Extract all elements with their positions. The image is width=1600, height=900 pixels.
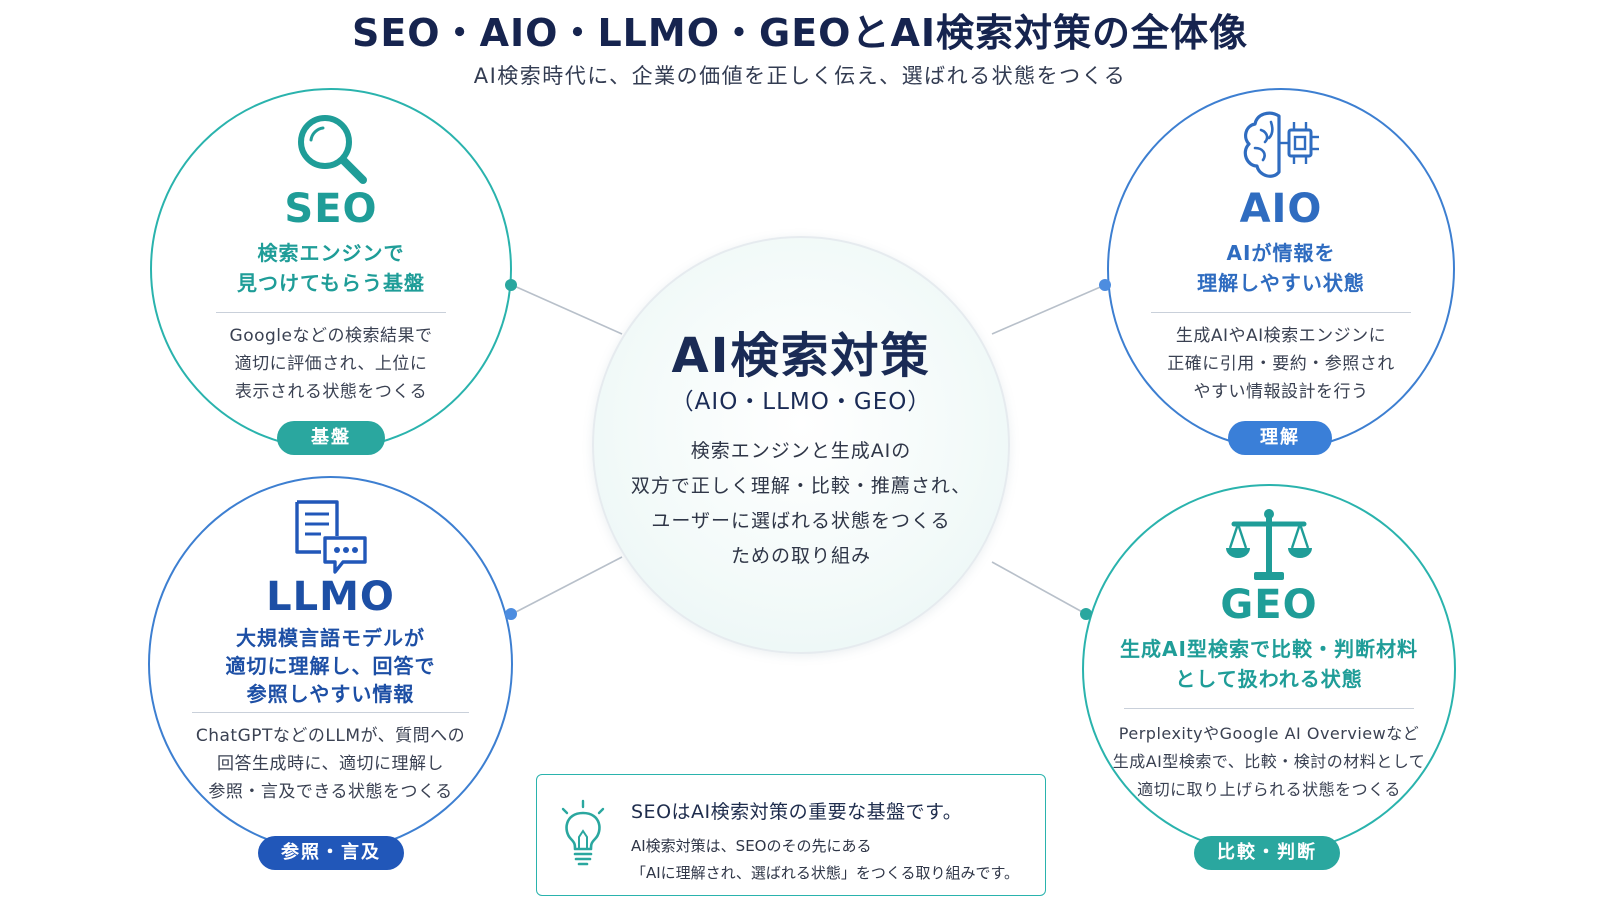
llmo-badge: 参照・言及 <box>258 836 404 870</box>
llmo-tagline: 大規模言語モデルが 適切に理解し、回答で 参照しやすい情報 <box>225 626 436 706</box>
lightbulb-icon <box>557 799 609 873</box>
geo-tagline: 生成AI型検索で比較・判断材料 として扱われる状態 <box>1120 637 1418 691</box>
brain-chip-icon <box>1239 108 1323 188</box>
aio-description: 生成AIやAI検索エンジンに 正確に引用・要約・参照され やすい情報設計を行う <box>1167 326 1395 402</box>
geo-divider <box>1124 708 1414 709</box>
aio-badge: 理解 <box>1228 421 1332 455</box>
seo-connector-dot <box>505 279 517 291</box>
geo-description: PerplexityやGoogle AI Overviewなど 生成AI型検索で… <box>1112 724 1426 799</box>
geo-name: GEO <box>1220 582 1318 628</box>
seo-divider <box>216 312 446 313</box>
page-title: SEO・AIO・LLMO・GEOとAI検索対策の全体像 <box>351 11 1249 55</box>
center-circle: AI検索対策 （AIO・LLMO・GEO） 検索エンジンと生成AIの 双方で正し… <box>592 236 1010 654</box>
seo-name: SEO <box>284 186 378 232</box>
document-chat-icon <box>291 498 371 580</box>
note-body: AI検索対策は、SEOのその先にある 「AIに理解され、選ばれる状態」をつくる取… <box>631 837 1020 882</box>
connector-seo <box>511 284 623 335</box>
aio-divider <box>1151 312 1411 313</box>
page-subtitle: AI検索時代に、企業の価値を正しく伝え、選ばれる状態をつくる <box>473 64 1127 88</box>
llmo-description: ChatGPTなどのLLMが、質問への 回答生成時に、適切に理解し 参照・言及で… <box>195 726 466 802</box>
geo-connector-dot <box>1080 608 1092 620</box>
note-box: SEOはAI検索対策の重要な基盤です。 AI検索対策は、SEOのその先にある 「… <box>536 774 1046 896</box>
aio-tagline: AIが情報を 理解しやすい状態 <box>1197 241 1365 295</box>
search-icon <box>291 110 371 194</box>
llmo-divider <box>192 712 469 713</box>
center-subtitle: （AIO・LLMO・GEO） <box>670 389 932 415</box>
center-description: 検索エンジンと生成AIの 双方で正しく理解・比較・推薦され、 ユーザーに選ばれる… <box>630 440 972 567</box>
seo-circle: SEO 検索エンジンで 見つけてもらう基盤 Googleなどの検索結果で 適切に… <box>150 88 512 450</box>
llmo-name: LLMO <box>266 574 395 620</box>
aio-connector-dot <box>1099 279 1111 291</box>
connector-aio <box>991 284 1106 335</box>
seo-description: Googleなどの検索結果で 適切に評価され、上位に 表示される状態をつくる <box>229 326 433 402</box>
connector-geo <box>991 561 1087 615</box>
aio-circle: AIO AIが情報を 理解しやすい状態 生成AIやAI検索エンジンに 正確に引用… <box>1107 88 1455 450</box>
note-title: SEOはAI検索対策の重要な基盤です。 <box>631 801 963 823</box>
geo-badge: 比較・判断 <box>1194 836 1340 870</box>
center-title: AI検索対策 <box>671 328 931 384</box>
scales-icon <box>1224 506 1314 590</box>
geo-circle: GEO 生成AI型検索で比較・判断材料 として扱われる状態 Perplexity… <box>1082 484 1456 854</box>
llmo-circle: LLMO 大規模言語モデルが 適切に理解し、回答で 参照しやすい情報 ChatG… <box>148 476 513 852</box>
seo-badge: 基盤 <box>277 421 385 455</box>
connector-llmo <box>511 556 623 615</box>
llmo-connector-dot <box>505 608 517 620</box>
aio-name: AIO <box>1239 186 1323 232</box>
seo-tagline: 検索エンジンで 見つけてもらう基盤 <box>237 241 425 295</box>
